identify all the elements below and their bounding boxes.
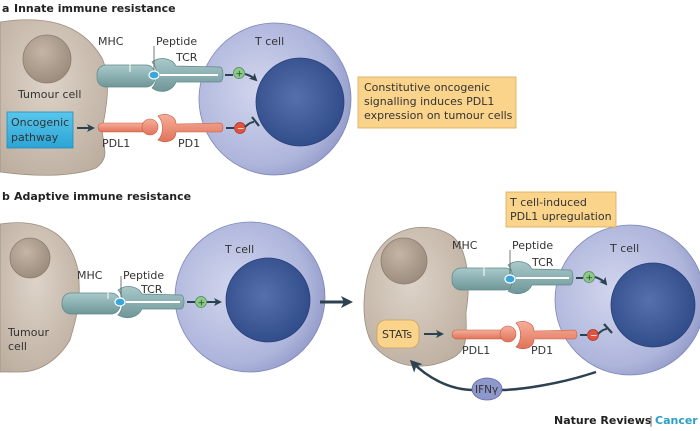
mhc-label-b-left: MHC <box>77 269 103 282</box>
pdl1-head-a <box>141 118 159 136</box>
plus-sign-b-left: + <box>198 299 206 309</box>
peptide-label-a: Peptide <box>156 35 197 48</box>
journal-separator: | <box>649 414 653 427</box>
note-box-a <box>357 76 517 129</box>
tumour-cell-label-a: Tumour cell <box>17 88 81 101</box>
stats-box <box>376 319 420 349</box>
note-a-line2: signalling induces PDL1 <box>364 95 494 108</box>
note-a-line3: expression on tumour cells <box>364 109 513 122</box>
minus-sign-a: − <box>237 125 245 135</box>
plus-circle-b-right <box>583 271 595 283</box>
tumour-nucleus-b-left <box>9 237 51 279</box>
pd1-receptor-a <box>157 114 224 143</box>
tcell-nucleus-b-left <box>225 257 311 343</box>
inhibition-line-a <box>244 121 255 128</box>
minus-circle-b-right <box>587 329 599 341</box>
mhc-label-a: MHC <box>98 35 124 48</box>
minus-circle-a <box>234 122 246 134</box>
panel-b-title: Adaptive immune resistance <box>14 190 191 203</box>
peptide-b-right <box>504 274 516 284</box>
mhc-molecule-a <box>96 64 156 88</box>
activation-arrow-b-right <box>594 276 608 286</box>
journal-footer: Nature Reviews | Cancer <box>554 414 698 427</box>
panel-a: a Innate immune resistance Tumour cell O… <box>0 2 517 176</box>
tumour-nucleus-a <box>22 34 72 84</box>
mhc-label-b-right: MHC <box>452 239 478 252</box>
mhc-molecule-b-left <box>61 292 121 315</box>
ifn-gamma-label: IFNγ <box>475 384 498 396</box>
peptide-b-left <box>114 297 126 307</box>
pdl1-head-b-right <box>499 325 517 343</box>
peptide-label-b-left: Peptide <box>123 269 164 282</box>
journal-name: Nature Reviews <box>554 414 652 427</box>
peptide-a <box>148 70 160 80</box>
tcr-label-b-left: TCR <box>140 283 163 296</box>
journal-section: Cancer <box>655 414 698 427</box>
panel-a-letter: a <box>2 2 9 15</box>
pd1-label-b-right: PD1 <box>531 344 553 357</box>
plus-circle-a <box>233 67 245 79</box>
plus-sign-a: + <box>236 70 244 80</box>
note-a-line1: Constitutive oncogenic <box>364 81 490 94</box>
pdl1-label-b-right: PDL1 <box>462 344 490 357</box>
panel-b: b Adaptive immune resistance Tumour cell… <box>0 190 700 401</box>
activation-arrow-a <box>244 72 258 82</box>
minus-sign-b-right: − <box>590 332 598 342</box>
tumour-nucleus-b-right <box>380 237 428 285</box>
note-b-line1: T cell-induced <box>509 196 587 209</box>
ifn-gamma-molecule <box>471 377 503 401</box>
ifn-feedback-arrow <box>409 359 475 392</box>
note-b-line2: PDL1 upregulation <box>510 210 612 223</box>
stats-label: STATs <box>382 328 412 341</box>
pd1-label-a: PD1 <box>178 137 200 150</box>
panel-b-letter: b <box>2 190 10 203</box>
pd1-receptor-b-right <box>515 321 578 350</box>
tcr-label-b-right: TCR <box>531 256 554 269</box>
ifn-feedback-line-right <box>499 370 597 392</box>
tcell-label-b-right: T cell <box>609 242 639 255</box>
tumour-label-b-line2: cell <box>8 340 27 353</box>
tcr-label-a: TCR <box>175 51 198 64</box>
inhibition-line-b-right <box>597 328 608 335</box>
oncogenic-line2: pathway <box>11 131 59 144</box>
oncogenic-pathway-box <box>6 111 74 149</box>
plus-circle-b-left <box>195 296 207 308</box>
plus-sign-b-right: + <box>586 274 594 284</box>
note-box-b <box>505 191 617 228</box>
inhibition-bar-b-right <box>603 323 613 334</box>
tcell-nucleus-a <box>255 57 345 147</box>
tcell-label-a: T cell <box>254 35 284 48</box>
tcell-label-b-left: T cell <box>224 243 254 256</box>
inhibition-bar-a <box>251 116 260 127</box>
peptide-label-b-right: Peptide <box>512 239 553 252</box>
oncogenic-line1: Oncogenic <box>11 116 69 129</box>
pdl1-label-a: PDL1 <box>102 137 130 150</box>
panel-a-title: Innate immune resistance <box>14 2 176 15</box>
tcell-nucleus-b-right <box>610 262 696 348</box>
tumour-label-b-line1: Tumour <box>7 326 49 339</box>
